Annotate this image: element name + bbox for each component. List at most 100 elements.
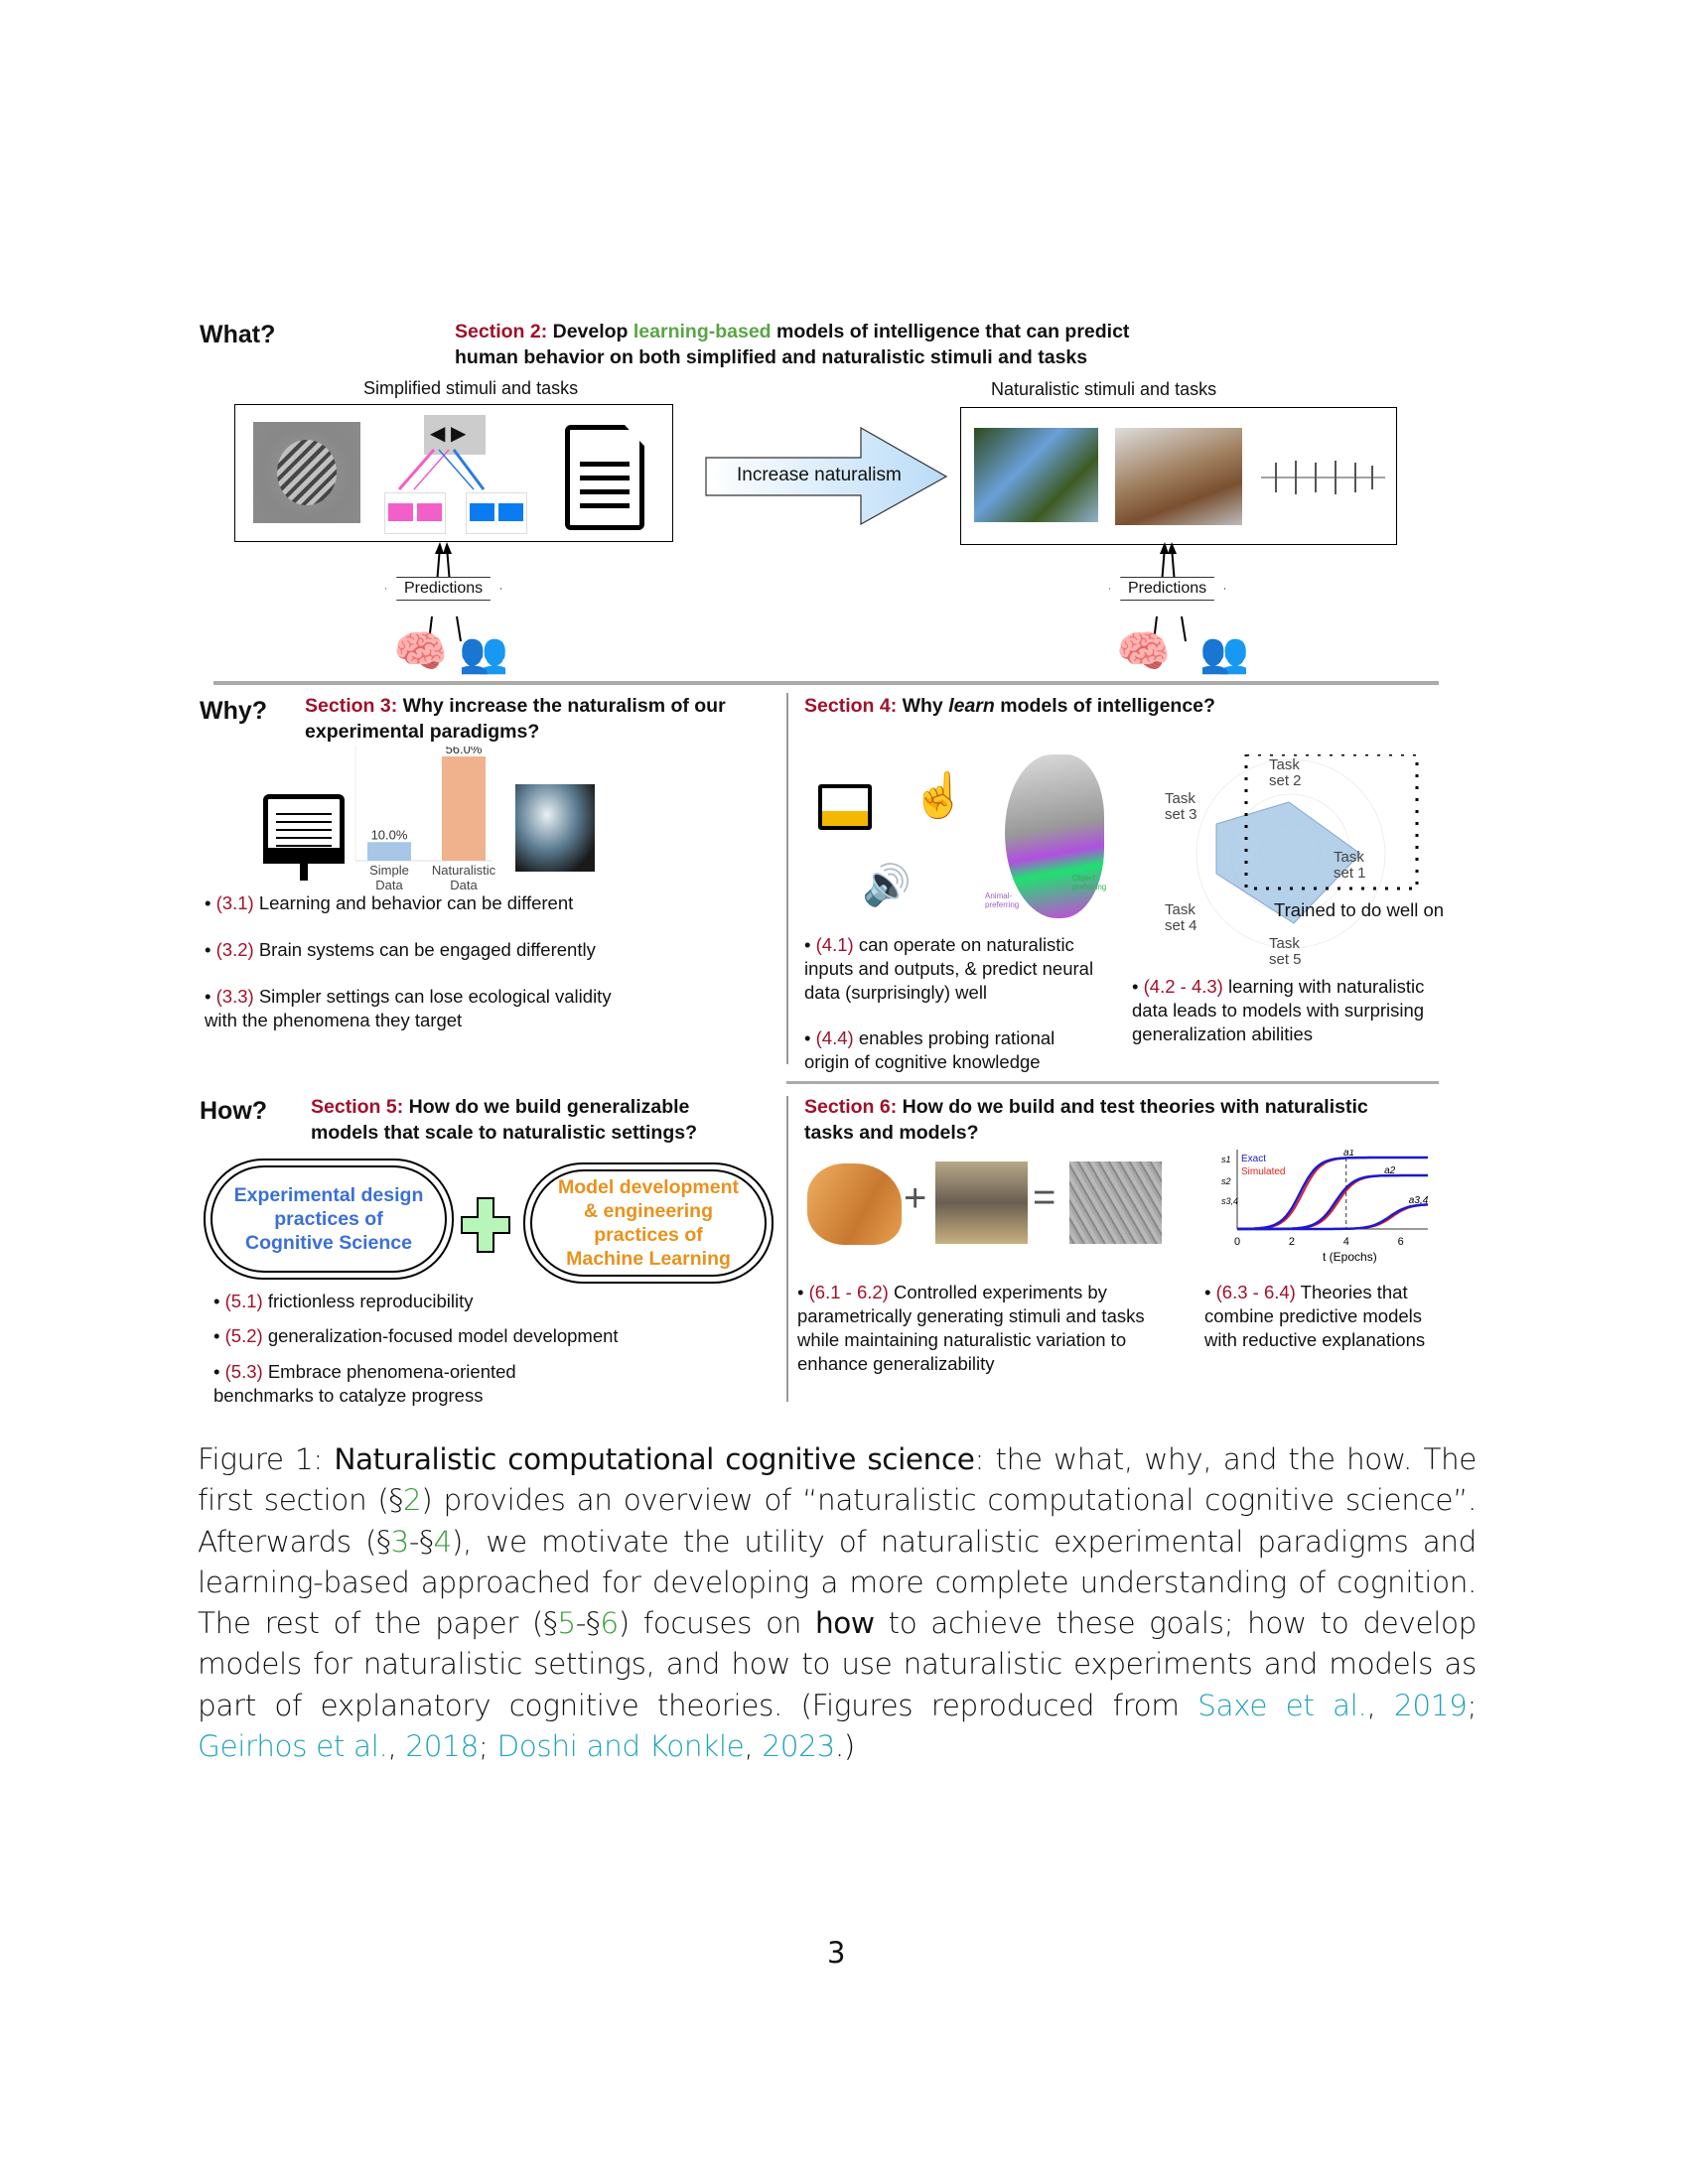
bullet-ref: (6.3 - 6.4) — [1215, 1282, 1296, 1302]
caption-text: ) provides an overview of “naturalistic … — [198, 1483, 1477, 1559]
section-5-label: Section 5: — [311, 1096, 404, 1118]
section-4-emphasis: learn — [948, 695, 995, 717]
bullet-ref: (3.1) — [215, 892, 254, 913]
touch-pointer-icon: ☝ — [912, 771, 966, 820]
people-group-icon: 👥 — [459, 631, 508, 675]
citation-year-link[interactable]: 2018 — [405, 1729, 479, 1764]
section-6-line2: tasks and models? — [804, 1122, 979, 1144]
x-tick-label: 0 — [1234, 1236, 1240, 1248]
simplified-stimuli-box: ◀ ▶ — [234, 404, 673, 542]
how-heading: How? — [200, 1097, 268, 1125]
section-ref-link[interactable]: 6 — [600, 1606, 619, 1641]
bullet-text-cont: origin of cognitive knowledge — [804, 1051, 1041, 1072]
bullet-text: Learning and behavior can be different — [258, 892, 574, 913]
citation-year-link[interactable]: 2019 — [1393, 1688, 1468, 1722]
radar-label-task-set-3: Task set 3 — [1165, 790, 1197, 823]
bullet-ref: (5.1) — [224, 1291, 263, 1311]
citation-link[interactable]: Geirhos et al. — [198, 1729, 388, 1764]
category-label: Naturalistic — [432, 863, 496, 878]
cue-conflict-image — [1069, 1161, 1162, 1244]
radar-label-task-set-4: Task set 4 — [1165, 901, 1197, 934]
section-4-text: Why — [902, 695, 943, 717]
why-heading: Why? — [200, 697, 268, 725]
section-5-title: Section 5: How do we build generalizable… — [311, 1094, 787, 1146]
elephant-image — [935, 1161, 1028, 1244]
increase-naturalism-arrow: Increase naturalism — [705, 427, 948, 526]
caption-text: .) — [834, 1729, 855, 1764]
section-5-line2: models that scale to naturalistic settin… — [311, 1122, 698, 1144]
what-heading: What? — [200, 321, 276, 348]
citation-link[interactable]: Doshi and Konkle — [496, 1729, 745, 1764]
bullet-text-cont: data (surprisingly) well — [804, 982, 988, 1003]
y-tick-label: s2 — [1221, 1176, 1231, 1186]
section-ref-link[interactable]: 2 — [402, 1483, 422, 1518]
kitchen-scene-image — [1115, 428, 1242, 525]
section-3-line1: Why increase the naturalism of our — [402, 695, 726, 717]
section-2-title: Section 2: Develop learning-based models… — [455, 319, 1249, 370]
pill-line: practices of — [274, 1208, 383, 1230]
x-tick-label: 4 — [1343, 1236, 1349, 1248]
y-tick-label: s1 — [1221, 1155, 1231, 1164]
object-preferring-label: Object-preferring — [1072, 874, 1107, 891]
figure-caption: Figure 1: Naturalistic computational cog… — [198, 1442, 1477, 1764]
bullet-ref: (6.1 - 6.2) — [808, 1282, 889, 1302]
section-2-line2: human behavior on both simplified and na… — [455, 346, 1088, 368]
radar-label-task-set-5: Task set 5 — [1269, 935, 1302, 968]
bullet-text-cont: combine predictive models — [1204, 1305, 1423, 1326]
brain-network-icon: 🧠 — [393, 627, 448, 676]
brain-surface-image — [1005, 754, 1104, 918]
cat-image — [807, 1163, 902, 1245]
section-3-label: Section 3: — [305, 695, 398, 717]
pill-line: & engineering — [583, 1200, 714, 1222]
bullet-3-3: • (3.3) Simpler settings can lose ecolog… — [205, 986, 612, 1030]
bullet-text-cont: generalization abilities — [1132, 1024, 1314, 1044]
arrow-label: Increase naturalism — [737, 465, 902, 485]
bullet-text: learning with naturalistic — [1227, 976, 1425, 997]
bullet-text: enables probing rational — [858, 1027, 1055, 1048]
radar-label-task-set-2: Task set 2 — [1269, 756, 1302, 789]
section-ref-link[interactable]: 3 — [390, 1524, 410, 1559]
bar — [442, 756, 486, 861]
pill-line: Model development — [557, 1176, 740, 1198]
caption-emphasis: how — [814, 1606, 875, 1641]
bullet-5-2: • (5.2) generalization-focused model dev… — [213, 1325, 619, 1346]
section-6-title: Section 6: How do we build and test theo… — [804, 1094, 1450, 1146]
document-icon — [565, 425, 644, 530]
bullet-ref: (4.4) — [815, 1027, 854, 1048]
caption-text: -§ — [575, 1606, 601, 1641]
bullet-4-2: • (4.2 - 4.3) learning with naturalistic… — [1132, 976, 1425, 1044]
section-2-label: Section 2: — [455, 321, 548, 342]
section-4-title: Section 4: Why learn models of intellige… — [804, 693, 1215, 719]
bullet-ref: (5.2) — [224, 1325, 263, 1346]
bar-data-label: 10.0% — [371, 827, 408, 842]
bullet-ref: (5.3) — [224, 1361, 263, 1382]
naturalistic-title: Naturalistic stimuli and tasks — [991, 379, 1217, 399]
caption-text: ), we motivate the utility of naturalist… — [198, 1524, 1477, 1641]
bullet-text-cont: data leads to models with surprising — [1132, 1000, 1425, 1021]
bullet-3-2: • (3.2) Brain systems can be engaged dif… — [205, 939, 596, 960]
citation-year-link[interactable]: 2023 — [762, 1729, 835, 1764]
bullet-text-cont: with reductive explanations — [1204, 1329, 1426, 1350]
equals-sign: = — [1033, 1175, 1056, 1219]
section-ref-link[interactable]: 5 — [557, 1606, 576, 1641]
category-label: Data — [375, 878, 403, 892]
vr-scene-image — [515, 784, 595, 872]
citation-link[interactable]: Saxe et al. — [1197, 1688, 1367, 1722]
plus-sign: + — [904, 1176, 927, 1220]
section-ref-link[interactable]: 4 — [433, 1524, 452, 1559]
section-2-text-b: models of intelligence that can predict — [776, 321, 1130, 342]
curve-annotation: a2 — [1384, 1165, 1396, 1176]
image-icon — [818, 784, 872, 830]
gabor-patch-image — [253, 422, 360, 523]
bullet-text-cont: while maintaining naturalistic variation… — [797, 1329, 1127, 1350]
bullet-ref: (3.3) — [215, 986, 254, 1007]
section-6-line1: How do we build and test theories with n… — [902, 1096, 1368, 1118]
figure-label: Figure 1: — [198, 1442, 323, 1476]
bullet-3-1: • (3.1) Learning and behavior can be dif… — [205, 892, 574, 913]
